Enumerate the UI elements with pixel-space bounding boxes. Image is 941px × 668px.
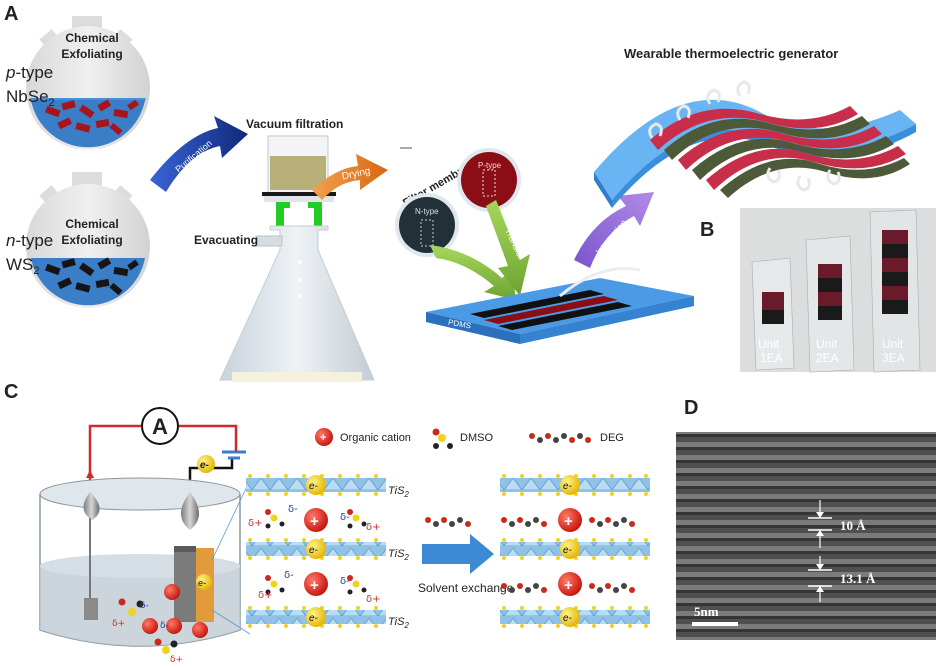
pdms-label: PDMS xyxy=(447,318,471,331)
evacuating-label: Evacuating xyxy=(194,233,258,247)
spacing-10A: 10 Å xyxy=(840,518,866,533)
drying-arrow: Drying xyxy=(312,154,388,200)
filter-membranes: Filter membrane P-type N-type xyxy=(395,147,521,257)
svg-text:δ+: δ+ xyxy=(366,594,381,605)
n-type-label: N-type xyxy=(415,207,439,216)
ammeter-label: A xyxy=(152,414,168,439)
panel-label-b: B xyxy=(700,219,714,241)
panel-label-a: A xyxy=(4,3,18,25)
flask-bottom-material-line1: n-type xyxy=(6,231,53,250)
scale-bar-label: 5nm xyxy=(694,604,719,619)
flask-top-label-line2: Exfoliating xyxy=(61,47,122,61)
unit1-label-line2: 1EA xyxy=(760,351,783,365)
svg-text:e-: e- xyxy=(309,545,319,556)
unit3-label-line2: 3EA xyxy=(882,351,905,365)
wearable-title: Wearable thermoelectric generator xyxy=(624,46,838,61)
svg-text:e-: e- xyxy=(563,613,573,624)
purification-arrow: Purification xyxy=(150,116,248,192)
teg-legs xyxy=(650,106,910,198)
svg-text:δ-: δ- xyxy=(284,570,294,581)
svg-text:δ+: δ+ xyxy=(170,655,183,665)
panel-c-legend: + Organic cation DMSO DEG xyxy=(315,428,624,449)
svg-text:e-: e- xyxy=(198,578,206,588)
unit2-label-line1: Unit xyxy=(816,337,838,351)
svg-text:δ+: δ+ xyxy=(366,522,381,533)
unit2-label-line2: 2EA xyxy=(816,351,839,365)
nbse2-flakes xyxy=(45,99,139,136)
flask-top-label-line1: Chemical xyxy=(65,31,118,45)
tis2-stack-deg: e- e- e- + + xyxy=(500,474,650,628)
legend-organic-cation: Organic cation xyxy=(340,432,411,444)
panel-label-d: D xyxy=(684,397,698,419)
red-wire xyxy=(88,424,142,490)
svg-text:e-: e- xyxy=(563,545,573,556)
svg-text:+: + xyxy=(310,577,319,594)
cell-ions: e- δ- δ+ δ- δ+ xyxy=(112,574,212,665)
unit3-label-line1: Unit xyxy=(882,337,904,351)
spacing-13A: 13.1 Å xyxy=(840,571,876,586)
flask-bottom-label-line2: Exfoliating xyxy=(61,233,122,247)
tis2-stack-dmso: e- e- e- + + δ+ δ- δ- δ+ δ+ δ- δ- δ+ TiS… xyxy=(246,474,409,630)
p-type-membrane xyxy=(461,152,517,208)
svg-text:δ-: δ- xyxy=(340,512,350,523)
svg-text:δ+: δ+ xyxy=(112,619,125,629)
legend-deg: DEG xyxy=(600,432,624,444)
solvent-exchange-arrow: Solvent exchange xyxy=(418,517,514,595)
svg-text:δ+: δ+ xyxy=(248,518,263,529)
flask-bottom-material-line2: WS2 xyxy=(6,255,40,277)
vacuum-filtration-label: Vacuum filtration xyxy=(246,117,343,131)
flask-top-material-line2: NbSe2 xyxy=(6,87,55,109)
photo-panel-b: Unit 1EA Unit 2EA Unit 3EA xyxy=(740,208,936,373)
ammeter xyxy=(141,407,179,445)
flask-bottom: Chemical Exfoliating n-type WS2 xyxy=(6,172,150,308)
p-type-label: P-type xyxy=(478,161,502,170)
electron-label-wire: e- xyxy=(200,460,210,471)
unit-1ea xyxy=(762,292,784,324)
flask-top: Chemical Exfoliating p-type NbSe2 xyxy=(5,16,150,150)
svg-text:δ-: δ- xyxy=(340,576,350,587)
svg-text:e-: e- xyxy=(309,613,319,624)
svg-text:+: + xyxy=(564,577,573,594)
svg-text:δ-: δ- xyxy=(160,621,169,631)
svg-text:+: + xyxy=(564,513,573,530)
n-type-membrane xyxy=(399,197,455,253)
pdms-substrate: PDMS xyxy=(426,266,694,344)
panel-label-c: C xyxy=(4,381,18,403)
svg-text:+: + xyxy=(310,513,319,530)
unit-3ea xyxy=(882,230,908,314)
unit-2ea xyxy=(818,264,842,320)
tis2-label-3: TiS2 xyxy=(388,616,409,630)
electrochemical-cell: A e- e- δ- xyxy=(39,407,251,665)
svg-text:δ+: δ+ xyxy=(258,590,273,601)
legend-dmso: DMSO xyxy=(460,432,493,444)
flask-top-material-line1: p-type xyxy=(5,63,53,82)
teg-interconnects xyxy=(648,80,841,192)
svg-text:δ-: δ- xyxy=(288,504,298,515)
tem-image: 10 Å 13.1 Å 5nm xyxy=(676,432,936,640)
wearable-teg: Wearable thermoelectric generator xyxy=(594,46,916,208)
ws2-flakes xyxy=(45,257,139,296)
svg-text:+: + xyxy=(320,432,326,444)
tis2-label-1: TiS2 xyxy=(388,485,409,499)
flask-bottom-label-line1: Chemical xyxy=(65,217,118,231)
solvent-exchange-label: Solvent exchange xyxy=(418,581,514,595)
scale-bar xyxy=(692,622,738,626)
svg-text:δ-: δ- xyxy=(140,601,149,611)
svg-text:e-: e- xyxy=(563,481,573,492)
tis2-label-2: TiS2 xyxy=(388,548,409,562)
unit1-label-line1: Unit xyxy=(758,337,780,351)
svg-text:e-: e- xyxy=(309,481,319,492)
vacuum-filtration-apparatus: Vacuum filtration Evacuating xyxy=(194,117,375,382)
